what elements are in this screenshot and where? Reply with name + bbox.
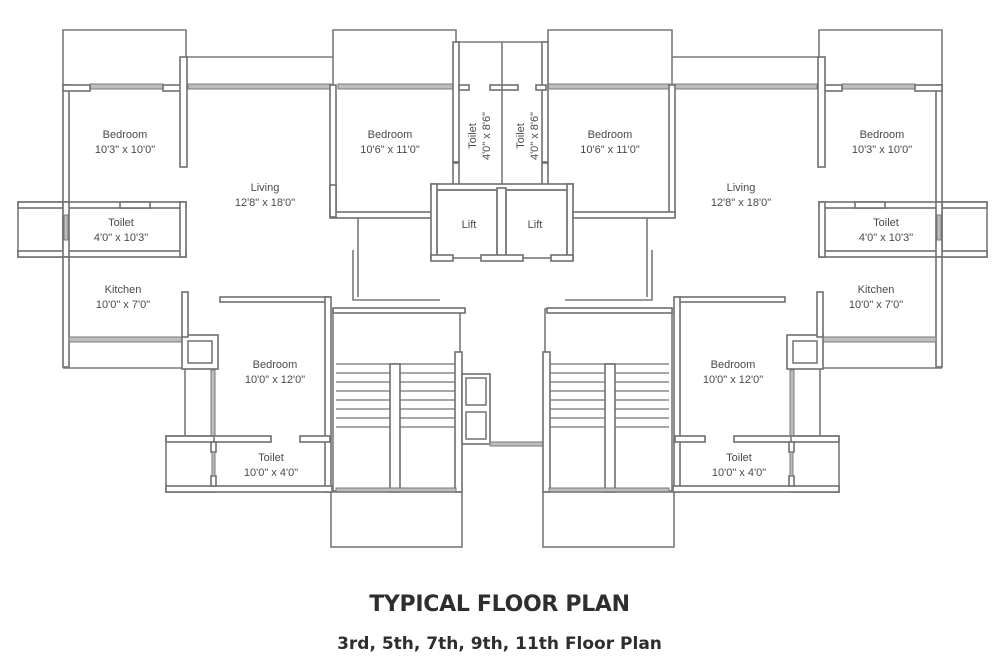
size-left-bedroom-top: 10'3" x 10'0" xyxy=(95,144,155,156)
label-right-toilet-center: Toilet xyxy=(515,123,527,149)
label-left-lift: Lift xyxy=(462,219,477,231)
size-right-toilet-bottom: 10'0" x 4'0" xyxy=(712,467,766,479)
label-right-kitchen: Kitchen xyxy=(858,284,895,296)
size-right-bedroom-center: 10'6" x 11'0" xyxy=(580,144,640,156)
size-left-bedroom-bottom: 10'0" x 12'0" xyxy=(245,374,305,386)
label-left-toilet-bottom: Toilet xyxy=(258,452,284,464)
size-left-bedroom-center: 10'6" x 11'0" xyxy=(360,144,420,156)
label-left-toilet-center: Toilet xyxy=(467,123,479,149)
size-left-kitchen: 10'0" x 7'0" xyxy=(96,299,150,311)
label-right-bedroom-top: Bedroom xyxy=(860,129,905,141)
size-left-toilet-center: 4'0" x 8'6" xyxy=(481,112,493,160)
label-right-toilet-bottom: Toilet xyxy=(726,452,752,464)
size-left-toilet-side: 4'0" x 10'3" xyxy=(94,232,148,244)
plan-title: TYPICAL FLOOR PLAN xyxy=(369,592,630,617)
size-right-toilet-side: 4'0" x 10'3" xyxy=(859,232,913,244)
size-right-living: 12'8" x 18'0" xyxy=(711,197,771,209)
right-wing xyxy=(542,29,988,548)
label-left-bedroom-bottom: Bedroom xyxy=(253,359,298,371)
label-right-bedroom-center: Bedroom xyxy=(588,129,633,141)
floor-plan-drawing: Bedroom 10'3" x 10'0" Living 12'8" x 18'… xyxy=(17,29,988,548)
plan-subtitle: 3rd, 5th, 7th, 9th, 11th Floor Plan xyxy=(337,634,662,654)
size-right-bedroom-bottom: 10'0" x 12'0" xyxy=(703,374,763,386)
size-right-kitchen: 10'0" x 7'0" xyxy=(849,299,903,311)
label-left-toilet-side: Toilet xyxy=(108,217,134,229)
label-right-toilet-side: Toilet xyxy=(873,217,899,229)
label-left-bedroom-top: Bedroom xyxy=(103,129,148,141)
label-left-living: Living xyxy=(251,182,280,194)
room-labels: Bedroom 10'3" x 10'0" Living 12'8" x 18'… xyxy=(94,112,913,479)
left-wing xyxy=(17,29,546,548)
size-left-toilet-bottom: 10'0" x 4'0" xyxy=(244,467,298,479)
size-left-living: 12'8" x 18'0" xyxy=(235,197,295,209)
size-right-toilet-center: 4'0" x 8'6" xyxy=(529,112,541,160)
label-right-living: Living xyxy=(727,182,756,194)
label-left-bedroom-center: Bedroom xyxy=(368,129,413,141)
center-core xyxy=(332,29,673,262)
label-left-kitchen: Kitchen xyxy=(105,284,142,296)
size-right-bedroom-top: 10'3" x 10'0" xyxy=(852,144,912,156)
label-right-bedroom-bottom: Bedroom xyxy=(711,359,756,371)
label-right-lift: Lift xyxy=(528,219,543,231)
